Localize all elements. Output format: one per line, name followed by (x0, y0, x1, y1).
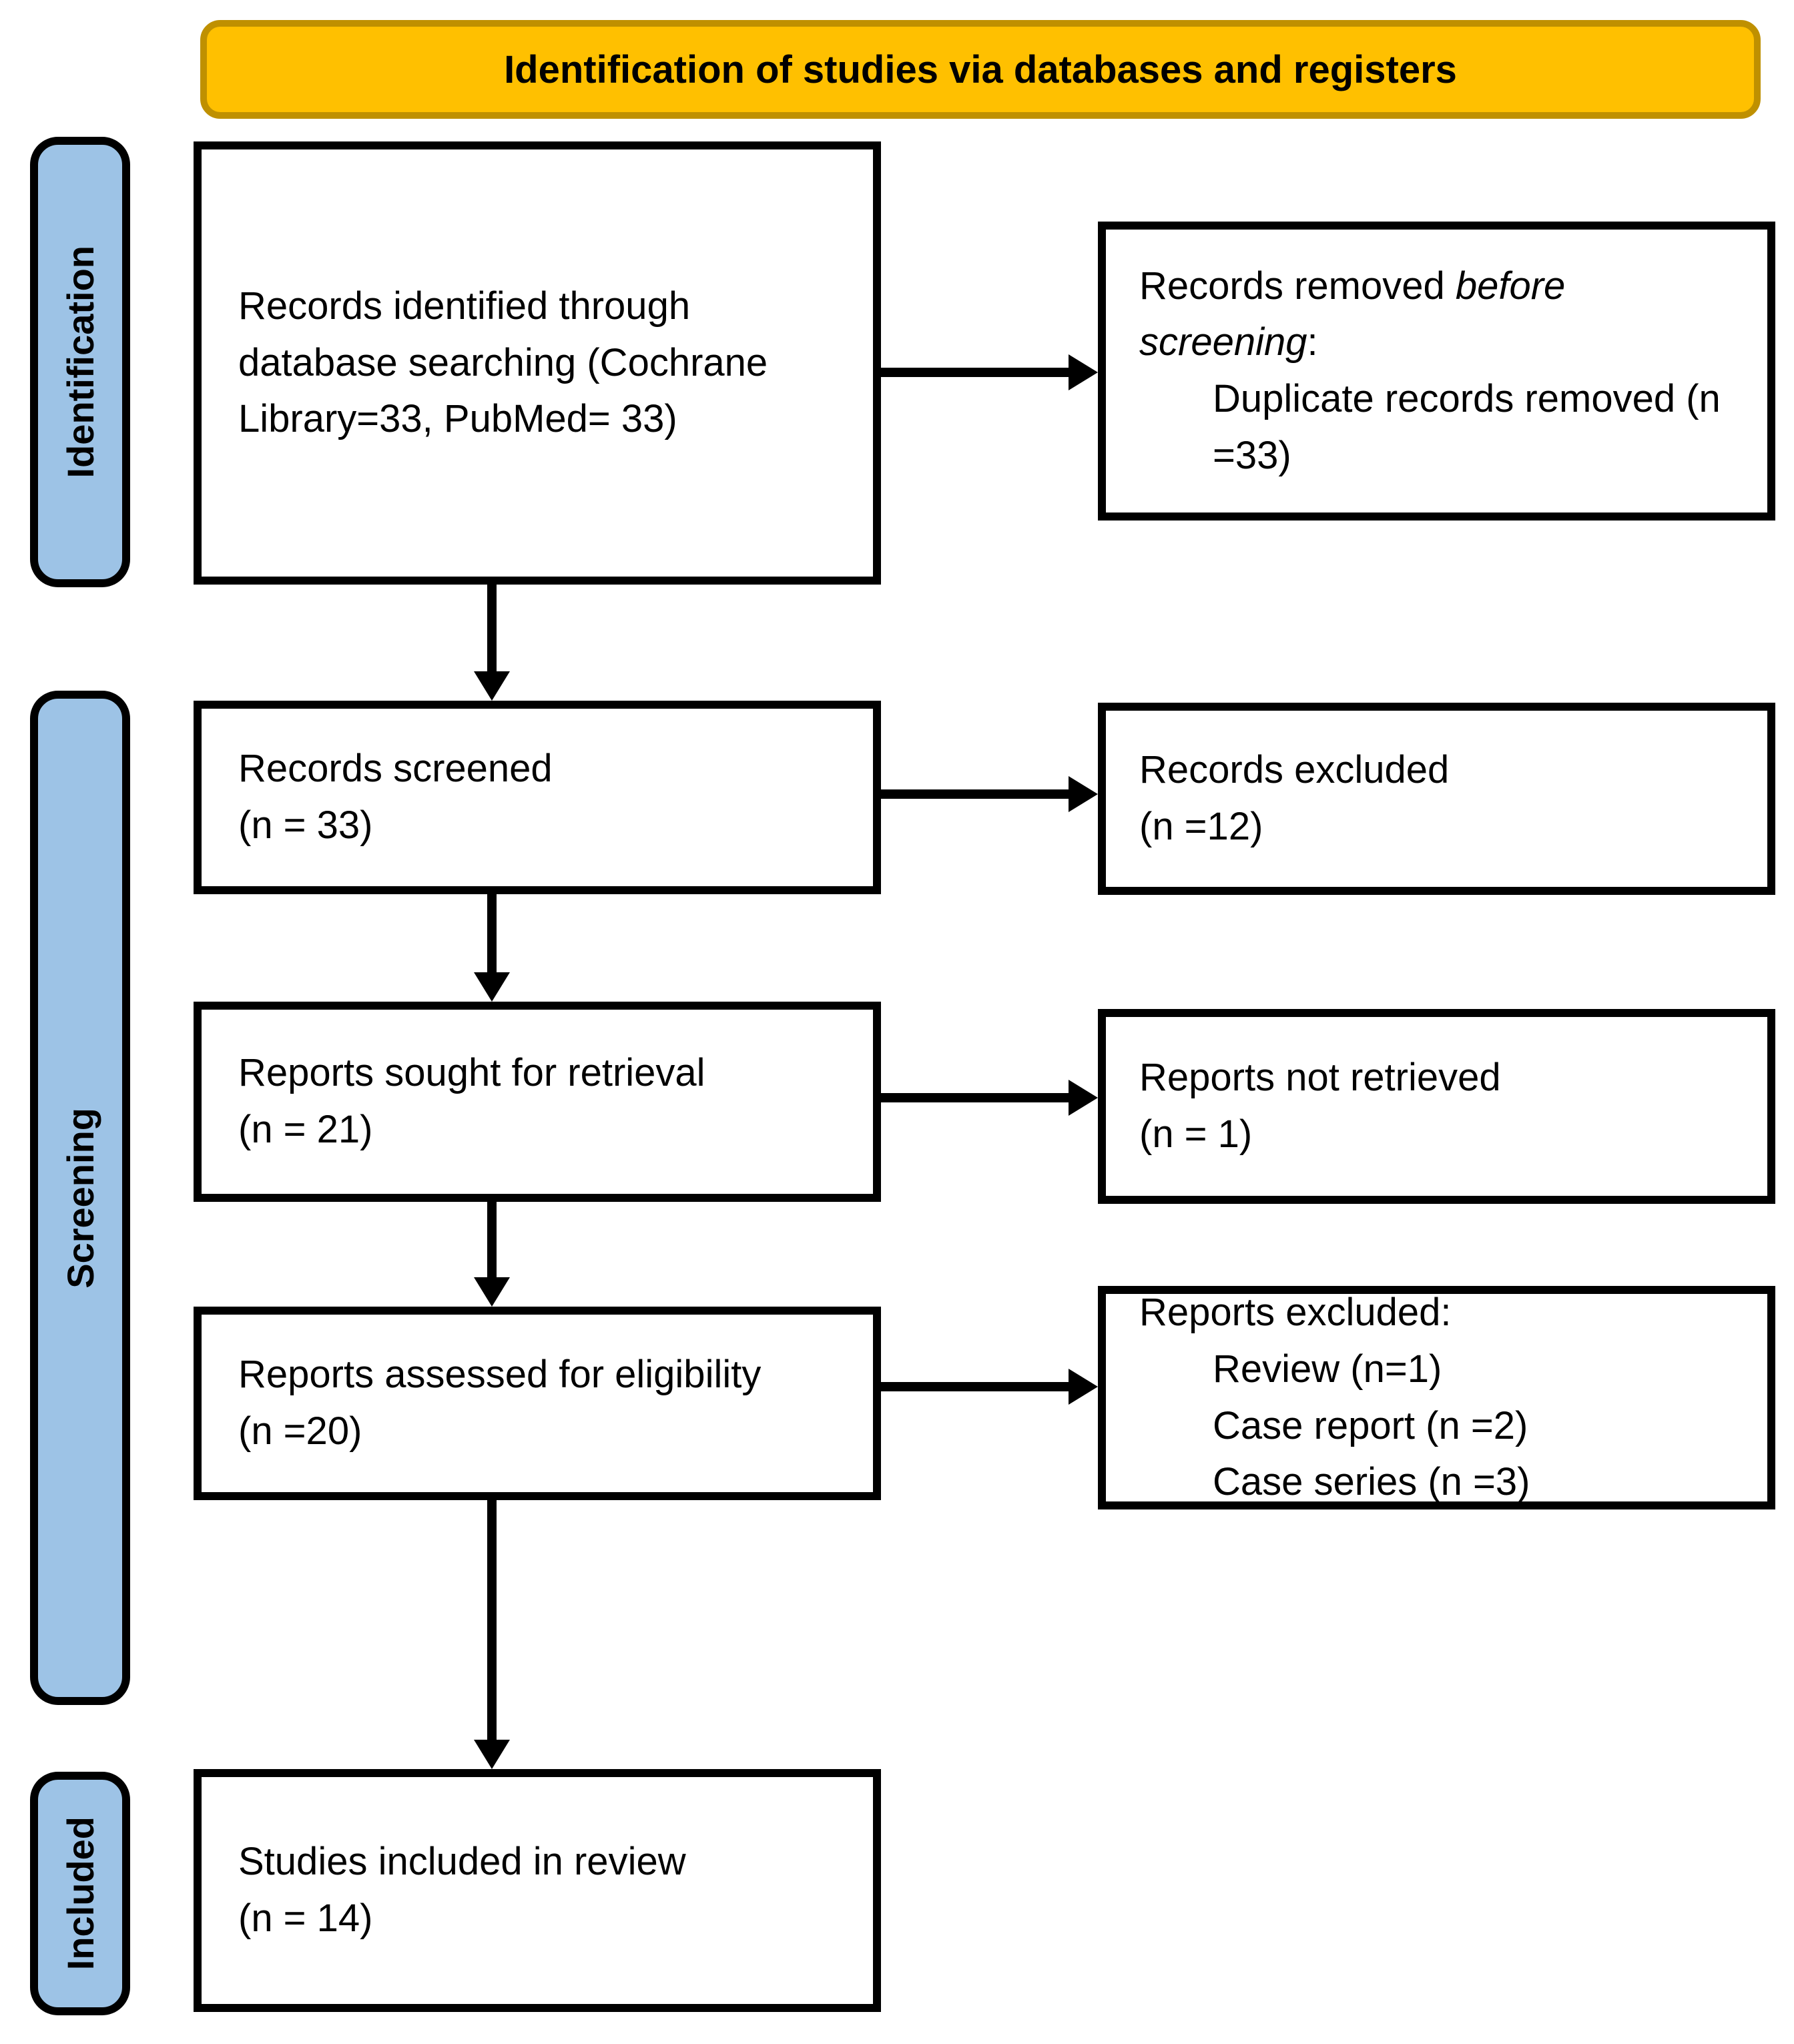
flow-box-records-identified: Records identified through database sear… (194, 141, 881, 585)
reports-not-retrieved-text: Reports not retrieved (n = 1) (1139, 1056, 1501, 1156)
arrow-head-icon (474, 1277, 510, 1307)
arrow-sought-to-assessed (474, 1202, 510, 1307)
stage-included: Included (30, 1772, 130, 2015)
arrow-shaft (881, 1093, 1073, 1102)
banner-identification-of-studies: Identification of studies via databases … (200, 20, 1761, 119)
arrow-sought-to-not-retrieved (881, 1080, 1098, 1116)
arrow-head-icon (474, 1740, 510, 1769)
arrow-head-icon (1069, 354, 1098, 390)
stage-identification: Identification (30, 137, 130, 587)
flow-box-reports-assessed: Reports assessed for eligibility (n =20) (194, 1307, 881, 1500)
records-removed-items: Duplicate records removed (n =33) (1213, 377, 1721, 477)
records-excluded-text: Records excluded (n =12) (1139, 748, 1450, 848)
arrow-screened-to-excluded (881, 776, 1098, 812)
reports-excluded-items: Review (n=1) Case report (n =2) Case ser… (1213, 1347, 1530, 1504)
records-screened-text: Records screened (n = 33) (238, 747, 553, 847)
stage-included-label: Included (59, 1816, 101, 1971)
arrow-screened-to-sought (474, 894, 510, 1002)
reports-excluded-heading: Reports excluded: (1139, 1291, 1452, 1335)
arrow-identified-to-screened (474, 585, 510, 701)
arrow-shaft (881, 368, 1073, 377)
stage-screening: Screening (30, 691, 130, 1705)
arrow-head-icon (1069, 776, 1098, 812)
arrow-head-icon (474, 972, 510, 1002)
arrow-shaft (487, 585, 497, 675)
arrow-shaft (881, 1382, 1073, 1391)
arrow-shaft (487, 1202, 497, 1281)
arrow-shaft (487, 1498, 497, 1744)
arrow-identified-to-removed (881, 354, 1098, 390)
flow-box-reports-excluded: Reports excluded: Review (n=1) Case repo… (1098, 1286, 1775, 1509)
arrow-assessed-to-reports-excluded (881, 1369, 1098, 1405)
arrow-shaft (487, 894, 497, 976)
flow-box-reports-not-retrieved: Reports not retrieved (n = 1) (1098, 1009, 1775, 1204)
arrow-head-icon (474, 671, 510, 701)
records-identified-text: Records identified through database sear… (238, 284, 768, 441)
flow-box-reports-sought: Reports sought for retrieval (n = 21) (194, 1002, 881, 1202)
arrow-head-icon (1069, 1080, 1098, 1116)
banner-title: Identification of studies via databases … (504, 47, 1457, 91)
reports-sought-text: Reports sought for retrieval (n = 21) (238, 1051, 705, 1151)
reports-assessed-text: Reports assessed for eligibility (n =20) (238, 1353, 762, 1453)
flow-box-records-excluded: Records excluded (n =12) (1098, 703, 1775, 895)
flow-box-records-screened: Records screened (n = 33) (194, 701, 881, 894)
arrow-head-icon (1069, 1369, 1098, 1405)
studies-included-text: Studies included in review (n = 14) (238, 1840, 686, 1940)
stage-screening-label: Screening (59, 1107, 101, 1289)
stage-identification-label: Identification (59, 246, 101, 478)
arrow-shaft (881, 789, 1073, 799)
arrow-assessed-to-studies-included (474, 1498, 510, 1769)
flow-box-studies-included: Studies included in review (n = 14) (194, 1769, 881, 2012)
